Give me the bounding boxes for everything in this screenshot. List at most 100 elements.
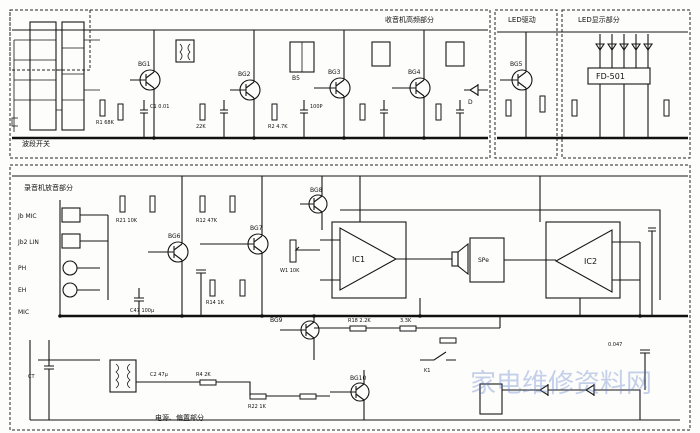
tuner-stages: BG1 BG2 B5 BG3 BG4 D [130,30,488,138]
input-jacks: Jb MIC Jb2 LIN PH EH MIC [17,207,109,316]
bias-osc-coil [109,359,137,393]
bg6-leads [148,176,183,316]
led-drive-title: LED驱动 [508,15,536,24]
bg10-label: BG10 [350,375,366,382]
bg1-label: BG1 [138,61,151,68]
pot-wiper [294,246,320,251]
power-title: 电源、偏置部分 [155,413,204,422]
label-r6: R21 10K [116,218,138,224]
res-led4 [663,99,670,117]
preamp: BG6 BG7 BG8 W1 10K R21 10K R12 47K R14 1… [116,176,328,316]
res-t2 [117,103,124,121]
input-label-5: MIC [18,309,29,316]
switch-leads [14,29,100,111]
dot-6 [260,314,264,318]
bandswitch-title: 波段开关 [22,139,50,148]
cap-ct1 [44,340,54,420]
ic1-leads [320,239,440,281]
res-c2 [399,325,417,332]
led-triangles [594,43,654,51]
input-label-4: EH [18,287,26,294]
label-c1: C1 0.01 [150,104,169,110]
dot-3 [342,136,346,140]
bg9-label: BG9 [270,317,283,324]
res-t6 [435,103,442,121]
top-buses [12,29,688,140]
dot-9 [638,314,642,318]
res-led2 [505,99,512,117]
if-transformer-3 [445,41,465,67]
switch-k1 [420,351,456,361]
label-r8: R14 1K [206,300,225,306]
filter-cap [640,349,650,390]
ic2-amp: IC2 [504,221,656,316]
fd501-label: FD-501 [596,72,625,81]
if-transformer-2 [371,41,391,67]
cap-ic2 [648,227,656,316]
led-display-border [561,9,691,159]
cap-t4 [380,100,388,138]
bg7-label: BG7 [250,225,263,232]
ic1-amp: IC1 [320,221,440,299]
ic1-label: IC1 [352,255,365,264]
ic2-label: IC2 [584,257,597,266]
bg2-label: BG2 [238,71,251,78]
res-p1 [119,195,126,213]
bg9-leads [280,316,315,360]
bg8-label: BG8 [310,187,323,194]
res-p5 [209,279,216,297]
pot-label: W1 10K [280,268,300,274]
ic2-triangle [554,229,613,293]
cap-p1 [134,288,144,316]
if-transformer-1 [175,39,195,63]
dot-2 [252,136,256,140]
res-led3 [571,99,578,117]
bg10-leads [330,370,365,420]
junction-dots [58,136,642,318]
k1-label: K1 [424,368,430,374]
tuner-passives: R1 68K 22K R2 4.7K C1 0.01 100P [96,99,464,138]
bg3-label: BG3 [328,69,341,76]
fd501-module [587,67,651,85]
dot-10 [58,314,62,318]
led-drive: BG5 [500,32,546,138]
recorder-title: 录音机放音部分 [24,183,73,192]
led-column-leads [599,34,649,52]
res-t3 [199,103,206,121]
label-r4: R22 1K [248,404,267,410]
bg8-leads [300,176,323,230]
center-wiring: BG9 R18 2.2K 3.3K [270,176,661,360]
rectifier-run [502,389,641,420]
power-rails [29,340,680,421]
res-b3 [299,393,317,400]
res-p3 [199,195,206,213]
cap-p2 [196,269,206,316]
label-r3: R2 4.7K [268,124,288,130]
if-coils-1 [179,43,191,61]
bg4-label: BG4 [408,69,421,76]
ic1-triangle [339,227,398,291]
label-c3: 100P [310,104,323,110]
jack-wires [77,214,109,300]
lower-buses [12,175,688,318]
res-c1 [349,325,367,332]
detector-diode [464,84,488,96]
cap-t2 [220,100,228,138]
b5-label: B5 [292,75,300,82]
res-b2 [249,393,267,400]
label-r7: R12 47K [196,218,218,224]
dot-4 [422,136,426,140]
input-label-1: Jb MIC [17,213,37,220]
res-b1 [199,379,217,386]
power-section: CT BG10 K1 0.047 R4 2K R22 1K C2 47μ [28,340,680,421]
res-t1 [99,99,106,117]
dot-5 [180,314,184,318]
antenna-lead [11,40,18,132]
speaker-magnet [451,251,459,267]
speaker-cone [457,242,469,276]
volume-pot [289,239,297,263]
ic2-leads [504,241,641,316]
input-label-3: PH [18,265,26,272]
input-label-2: Jb2 LIN [17,239,39,246]
